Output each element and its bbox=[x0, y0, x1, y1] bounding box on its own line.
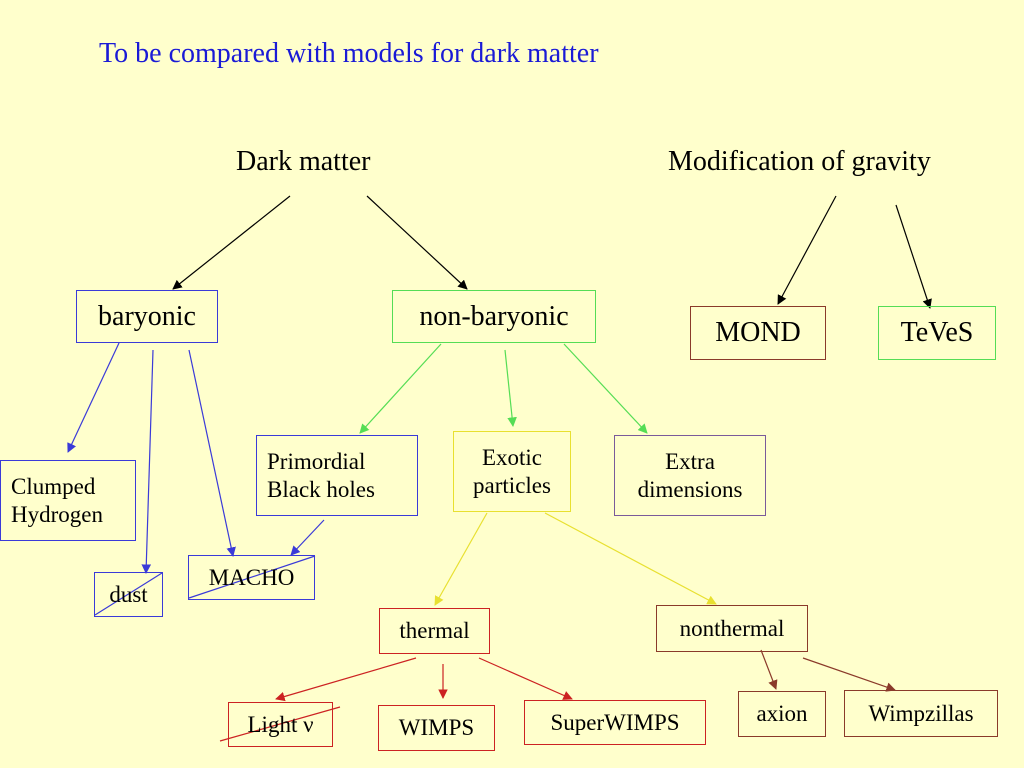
light-nu-strike bbox=[219, 706, 341, 742]
dust-box: dust bbox=[94, 572, 163, 617]
arrow-nonthermal-to-axion bbox=[760, 649, 778, 690]
mond-label: MOND bbox=[715, 317, 801, 349]
arrow-exotic-to-nonthermal bbox=[544, 512, 717, 605]
wimpzillas-label: Wimpzillas bbox=[868, 700, 974, 726]
superwimps-box: SuperWIMPS bbox=[524, 700, 706, 745]
axion-box: axion bbox=[738, 691, 826, 737]
arrow-baryonic-to-clumped bbox=[67, 342, 120, 453]
exotic-label-2: particles bbox=[473, 472, 551, 498]
baryonic-box: baryonic bbox=[76, 290, 218, 343]
arrow-nonthermal-to-wimpzillas bbox=[802, 657, 896, 692]
arrow-nonbaryonic-to-exotic bbox=[504, 349, 517, 427]
clumped-label-1: Clumped bbox=[11, 473, 96, 499]
arrow-gravity-to-teves bbox=[895, 204, 932, 309]
dust-strike bbox=[94, 572, 163, 616]
arrow-nonbaryonic-to-extra bbox=[563, 343, 648, 434]
pbh-label-2: Black holes bbox=[267, 476, 375, 502]
wimps-box: WIMPS bbox=[378, 705, 495, 751]
mond-box: MOND bbox=[690, 306, 826, 360]
arrow-darkmatter-to-baryonic bbox=[172, 195, 291, 290]
thermal-label: thermal bbox=[399, 618, 470, 644]
arrow-baryonic-to-macho bbox=[188, 349, 236, 557]
axion-label: axion bbox=[756, 701, 808, 727]
pbh-label-1: Primordial bbox=[267, 448, 366, 474]
extra-label-1: Extra bbox=[665, 448, 715, 474]
baryonic-label: baryonic bbox=[98, 300, 196, 332]
superwimps-label: SuperWIMPS bbox=[550, 709, 680, 735]
arrow-darkmatter-to-nonbaryonic bbox=[366, 195, 468, 290]
nonthermal-box: nonthermal bbox=[656, 605, 808, 652]
non-baryonic-box: non-baryonic bbox=[392, 290, 596, 343]
light-nu-label: Light ν bbox=[247, 711, 314, 737]
wimpzillas-box: Wimpzillas bbox=[844, 690, 998, 737]
extra-label-2: dimensions bbox=[637, 476, 743, 502]
arrow-pbh-to-macho bbox=[290, 519, 325, 556]
teves-box: TeVeS bbox=[878, 306, 996, 360]
arrow-thermal-to-lightnu bbox=[275, 657, 417, 702]
dark-matter-heading: Dark matter bbox=[236, 146, 371, 177]
macho-label: MACHO bbox=[208, 564, 295, 590]
wimps-label: WIMPS bbox=[398, 715, 475, 741]
light-nu-box: Light ν bbox=[228, 702, 333, 747]
slide-title: To be compared with models for dark matt… bbox=[99, 38, 599, 69]
modification-of-gravity-heading: Modification of gravity bbox=[668, 146, 931, 177]
clumped-label-2: Hydrogen bbox=[11, 501, 103, 527]
arrow-nonbaryonic-to-pbh bbox=[359, 343, 442, 434]
arrow-thermal-to-superwimps bbox=[478, 657, 573, 700]
dust-label: dust bbox=[109, 581, 148, 607]
teves-label: TeVeS bbox=[900, 317, 974, 349]
macho-strike bbox=[188, 555, 316, 599]
non-baryonic-label: non-baryonic bbox=[419, 300, 569, 332]
arrow-exotic-to-thermal bbox=[434, 512, 488, 606]
nonthermal-label: nonthermal bbox=[679, 615, 785, 641]
arrow-gravity-to-mond bbox=[777, 195, 837, 305]
exotic-label-1: Exotic bbox=[481, 444, 543, 470]
thermal-box: thermal bbox=[379, 608, 490, 654]
arrow-baryonic-to-dust bbox=[141, 349, 154, 574]
macho-box: MACHO bbox=[188, 555, 315, 600]
